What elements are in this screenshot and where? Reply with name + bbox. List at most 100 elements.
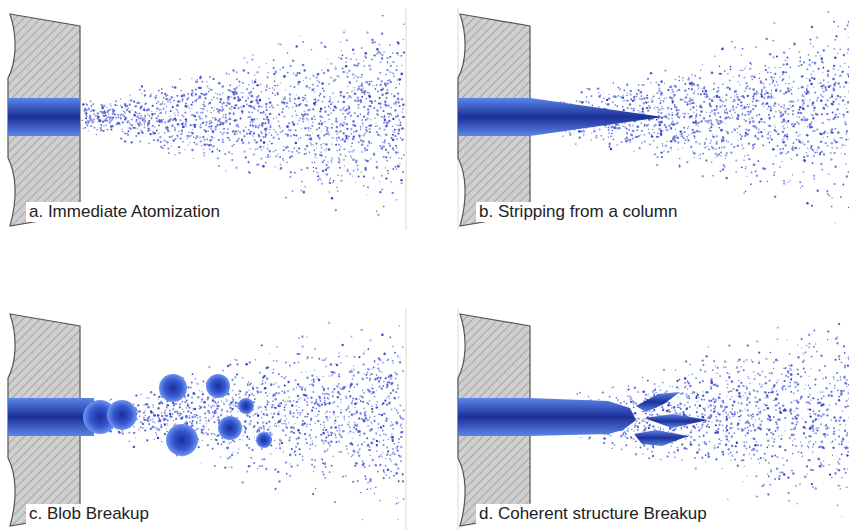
- droplet: [288, 107, 290, 109]
- droplet: [268, 72, 270, 74]
- droplet: [397, 129, 398, 130]
- droplet: [239, 99, 241, 101]
- droplet: [320, 152, 321, 153]
- droplet: [600, 135, 602, 137]
- droplet: [187, 144, 189, 146]
- droplet: [845, 163, 847, 165]
- droplet: [665, 126, 667, 128]
- droplet: [667, 89, 669, 91]
- droplet: [355, 182, 356, 183]
- droplet: [226, 123, 227, 124]
- droplet: [371, 39, 373, 41]
- droplet: [386, 160, 387, 161]
- droplet: [127, 134, 129, 136]
- droplet: [779, 67, 780, 68]
- droplet: [226, 72, 228, 74]
- droplet: [302, 41, 304, 43]
- droplet: [257, 164, 259, 166]
- droplet: [312, 122, 314, 124]
- droplet: [303, 190, 305, 192]
- droplet: [370, 119, 371, 120]
- droplet: [372, 41, 374, 43]
- droplet: [165, 111, 167, 113]
- droplet: [240, 117, 242, 119]
- droplet: [751, 117, 754, 120]
- droplet: [360, 114, 362, 116]
- droplet: [389, 70, 390, 71]
- droplet: [109, 121, 111, 123]
- droplet: [154, 96, 156, 98]
- droplet: [379, 135, 380, 136]
- droplet: [355, 75, 356, 76]
- droplet: [148, 120, 150, 122]
- droplet: [724, 110, 725, 111]
- droplet: [286, 102, 288, 104]
- droplet: [811, 61, 812, 62]
- droplet: [296, 45, 298, 47]
- droplet: [765, 104, 766, 105]
- droplet: [381, 116, 383, 118]
- droplet: [233, 97, 235, 99]
- droplet: [262, 136, 264, 138]
- droplet: [180, 119, 182, 121]
- droplet: [295, 110, 296, 111]
- droplet: [225, 105, 227, 107]
- droplet: [246, 132, 249, 135]
- droplet: [120, 118, 122, 120]
- droplet: [255, 79, 257, 81]
- droplet: [241, 139, 243, 141]
- droplet: [147, 114, 148, 115]
- droplet: [827, 136, 828, 137]
- droplet: [641, 130, 643, 132]
- droplet: [215, 126, 217, 128]
- droplet: [351, 133, 353, 135]
- droplet: [358, 86, 360, 88]
- droplet: [170, 120, 171, 121]
- droplet: [309, 87, 311, 89]
- droplet: [267, 134, 268, 135]
- droplet: [115, 100, 117, 102]
- droplet: [117, 116, 119, 118]
- droplet: [217, 124, 219, 126]
- droplet: [194, 124, 196, 126]
- droplet: [385, 92, 387, 94]
- droplet: [167, 100, 169, 102]
- droplet: [386, 125, 388, 127]
- droplet: [209, 102, 211, 104]
- droplet: [273, 73, 276, 76]
- droplet: [203, 152, 205, 154]
- droplet: [836, 35, 838, 37]
- droplet: [215, 92, 216, 93]
- droplet: [279, 156, 281, 158]
- droplet: [345, 135, 347, 137]
- droplet: [278, 43, 279, 44]
- droplet: [170, 145, 172, 147]
- droplet: [812, 101, 814, 103]
- droplet: [175, 115, 176, 116]
- droplet: [403, 51, 406, 54]
- droplet: [169, 116, 170, 117]
- droplet: [191, 78, 192, 79]
- droplet: [213, 96, 215, 98]
- droplet: [340, 130, 342, 132]
- droplet: [254, 108, 255, 109]
- droplet: [211, 99, 213, 101]
- droplet: [792, 110, 794, 112]
- droplet: [287, 52, 288, 53]
- droplet: [773, 174, 775, 176]
- droplet: [261, 149, 262, 150]
- droplet: [586, 96, 588, 98]
- droplet: [265, 162, 267, 164]
- droplet: [176, 119, 177, 120]
- droplet: [206, 81, 207, 82]
- droplet: [698, 155, 699, 156]
- droplet: [360, 139, 362, 141]
- droplet: [377, 78, 380, 81]
- droplet: [335, 107, 338, 110]
- droplet: [103, 130, 105, 132]
- droplet: [731, 114, 732, 115]
- droplet: [246, 62, 248, 64]
- droplet: [283, 96, 285, 98]
- droplet: [375, 126, 376, 127]
- droplet: [304, 186, 305, 187]
